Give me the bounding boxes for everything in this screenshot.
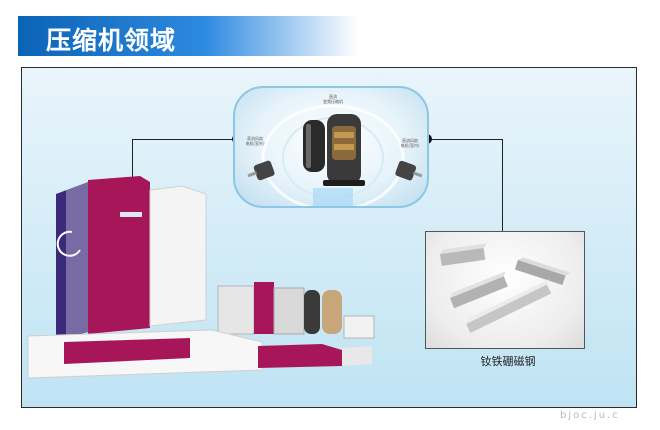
watermark: bjoc.ju.c [560,410,620,421]
label-motor-indoor: 直流风扇电机(室内) [400,138,420,148]
compressor-bubble: 直流变频压缩机 直流风扇电机(室外) 直流风扇电机(室内) [233,86,429,208]
section-title: 压缩机领域 [46,26,177,55]
compressor-illustration [247,104,423,206]
magnet-bars-illustration [440,243,571,333]
appliances-illustration [27,176,375,379]
label-motor-outdoor: 直流风扇电机(室外) [245,136,265,146]
connector-line-left-h [132,139,236,140]
magnet-photo [425,231,585,349]
connector-line-left-v [132,139,133,194]
connector-line-right-h [427,139,502,140]
connector-line-right-v [502,139,503,231]
label-compressor: 直流变频压缩机 [323,94,343,104]
magnet-caption: 钕铁硼磁钢 [480,355,536,368]
section-title-banner: 压缩机领域 [18,16,358,56]
